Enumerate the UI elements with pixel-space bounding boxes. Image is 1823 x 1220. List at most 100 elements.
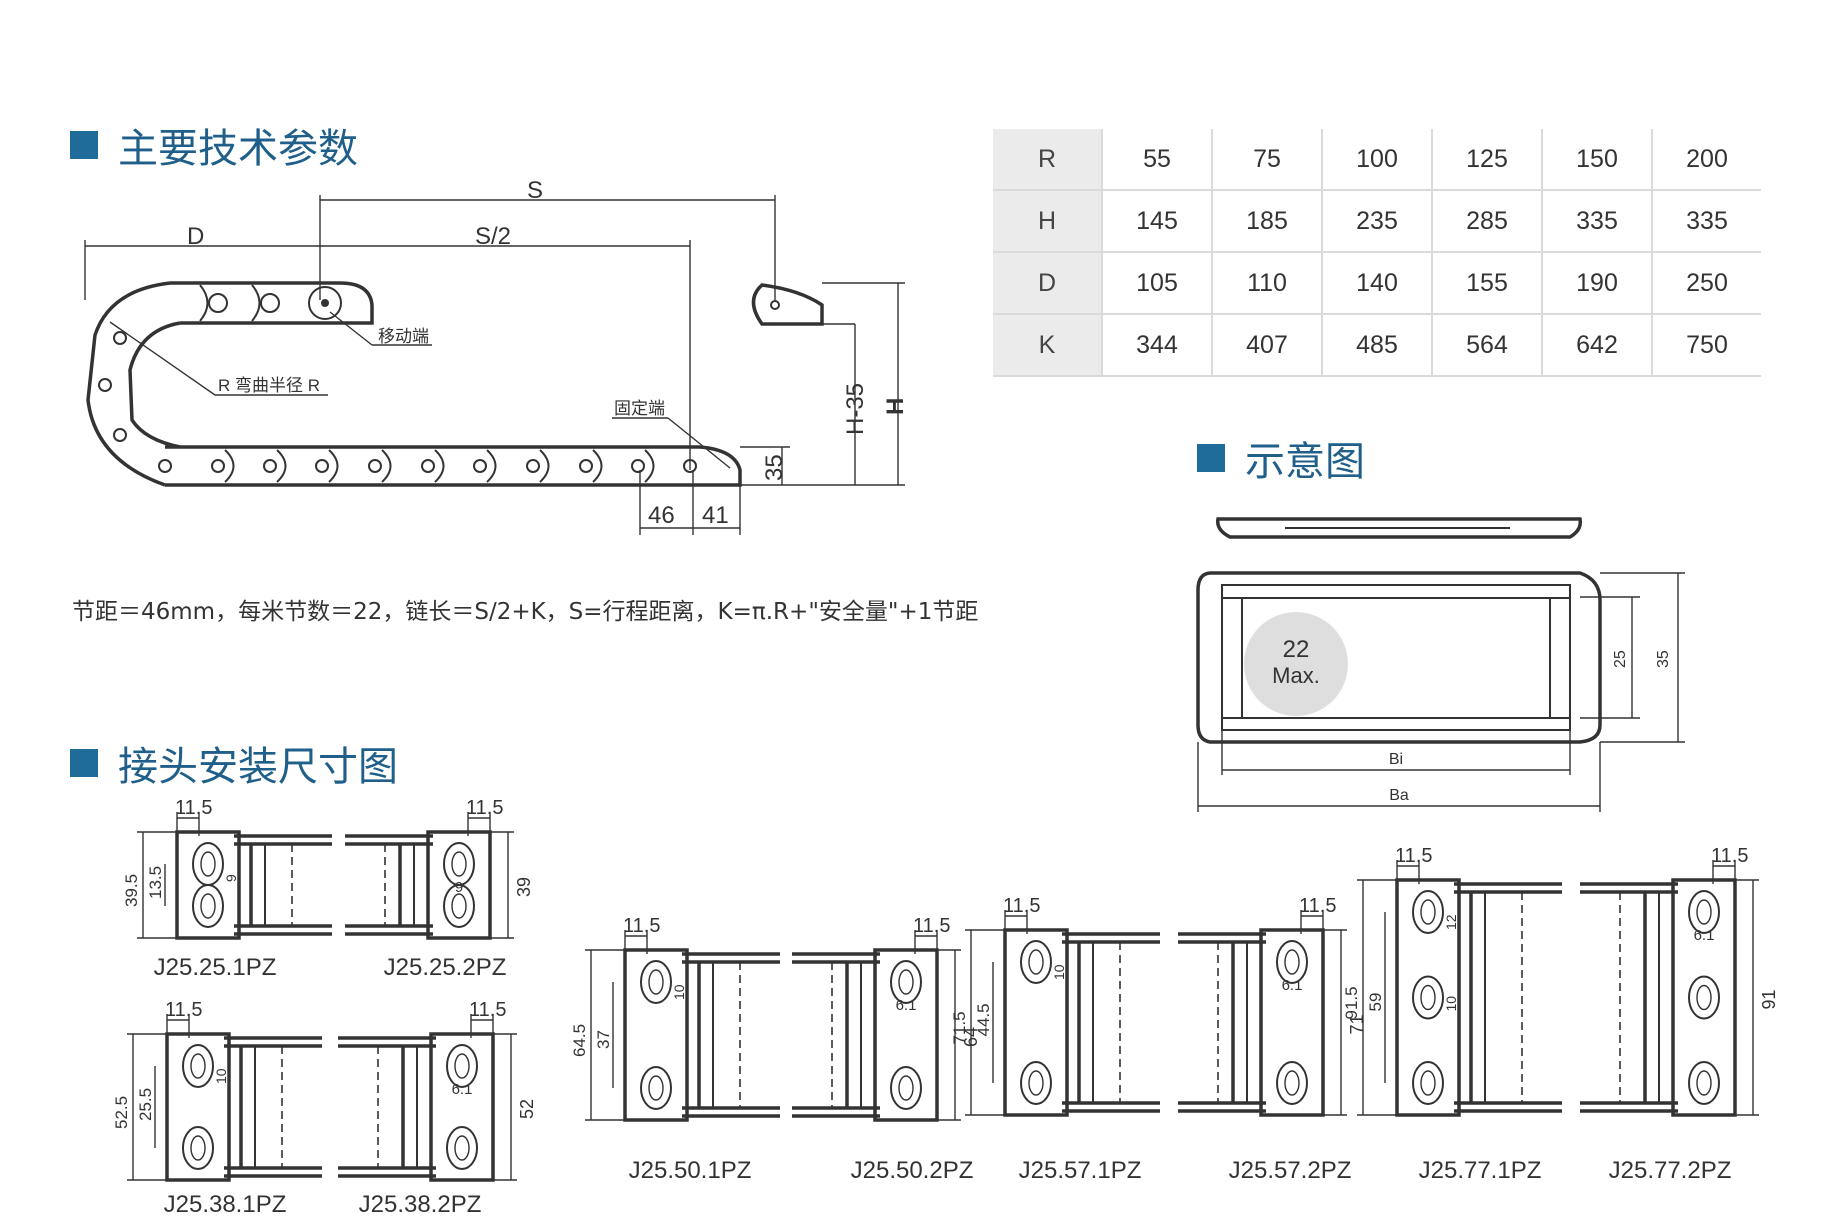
formula-text: 节距＝46mm，每米节数＝22，链长＝S/2+K，S=行程距离，K=π.R+"安…	[72, 599, 979, 625]
table-cell: 335	[1541, 190, 1652, 253]
label-cross-35: 35	[1655, 650, 1672, 668]
section-square-icon	[70, 749, 98, 777]
mount-hole-inner	[1420, 984, 1436, 1011]
dim-height-label: 39	[514, 877, 534, 897]
mount-hole-inner	[648, 1075, 664, 1101]
dim-top-label: 11.5	[1711, 845, 1748, 867]
dim-height-label: 64.5	[570, 1024, 589, 1057]
table-cell: 750	[1651, 314, 1761, 377]
mount-hole-inner	[1420, 1070, 1436, 1096]
mount-hole	[443, 884, 475, 928]
chain-side-view: S D S/2	[84, 177, 909, 535]
cross-section: 22 Max. Bi Ba 25 35	[1196, 517, 1685, 812]
table-cell: 642	[1541, 314, 1652, 377]
dim-slot-label: 9	[223, 874, 239, 882]
table-cell: 75	[1211, 129, 1322, 191]
mount-hole-inner	[1696, 899, 1712, 925]
section-title-text: 主要技术参数	[118, 126, 358, 172]
table-cell: 200	[1651, 129, 1761, 191]
dim-pitch-label: 59	[1366, 993, 1385, 1012]
table-row-label: D	[993, 252, 1102, 315]
label-35: 35	[761, 454, 788, 481]
dim-slot-label: 10	[213, 1068, 229, 1084]
mount-hole	[192, 842, 224, 886]
label-d: D	[187, 223, 204, 250]
mount-hole	[1412, 975, 1444, 1020]
mount-hole-inner	[1028, 1070, 1044, 1096]
label-cross-25: 25	[1612, 650, 1629, 668]
dim-slot-label: 6.1	[1282, 977, 1303, 994]
label-46: 46	[648, 502, 675, 529]
dim-slot-label: 12	[1443, 914, 1459, 930]
mount-hole	[446, 1126, 478, 1170]
dim-top-label: 11.5	[469, 999, 506, 1021]
dim-height-label: 71	[1347, 1014, 1367, 1034]
table-cell: 105	[1101, 252, 1212, 315]
label-bi: Bi	[1389, 751, 1403, 768]
table-cell: 155	[1431, 252, 1542, 315]
dim-top-label: 11.5	[1299, 895, 1336, 917]
mount-hole	[1020, 940, 1052, 984]
table-cell: 185	[1211, 190, 1322, 253]
table-cell: 250	[1651, 252, 1761, 315]
dim-top-label: 11.5	[623, 915, 660, 937]
mount-hole-inner	[898, 969, 914, 995]
section-title-tech-params: 主要技术参数	[70, 116, 358, 174]
table-cell: 125	[1431, 129, 1542, 191]
dim-top-label: 11.5	[175, 797, 212, 819]
dim-top-label: 11.5	[913, 915, 950, 937]
section-title-connector: 接头安装尺寸图	[70, 734, 398, 792]
chain-link-circles-lower	[98, 331, 697, 483]
mount-hole	[446, 1044, 478, 1088]
section-title-text: 示意图	[1245, 439, 1365, 485]
dim-height-label: 91	[1759, 989, 1779, 1009]
section-title-text: 接头安装尺寸图	[118, 744, 398, 790]
label-max-text: Max.	[1272, 663, 1320, 688]
dim-pitch-label: 13.5	[146, 866, 165, 899]
mount-hole-inner	[1284, 1070, 1300, 1096]
table-cell: 564	[1431, 314, 1542, 377]
dim-height-label: 39.5	[122, 874, 141, 907]
dim-top-label: 11.5	[1395, 845, 1432, 867]
table-cell: 344	[1101, 314, 1212, 377]
label-bend-radius: R 弯曲半径 R	[218, 376, 320, 395]
dim-slot-label: 10	[1051, 964, 1067, 980]
mount-hole-inner	[454, 1135, 470, 1161]
label-s-half: S/2	[475, 223, 511, 250]
label-h: H	[882, 398, 909, 415]
label-max-num: 22	[1283, 636, 1310, 663]
table-cell: 285	[1431, 190, 1542, 253]
label-ba: Ba	[1389, 787, 1409, 804]
mount-hole	[640, 960, 672, 1004]
mount-hole	[182, 1044, 214, 1088]
dim-pitch-label: 25.5	[136, 1088, 155, 1121]
dim-slot-label: 6.1	[896, 997, 917, 1014]
table-cell: 100	[1321, 129, 1432, 191]
mount-hole	[1276, 940, 1308, 984]
mount-hole	[1688, 975, 1720, 1020]
dim-slot-label: 6.1	[1694, 927, 1715, 944]
dim-height-label: 52	[517, 1099, 537, 1119]
connector-name-label: J25.25.1PZ	[154, 954, 277, 981]
mount-hole-inner	[1284, 949, 1300, 975]
dim-slot-label: 9	[455, 879, 463, 896]
mount-hole	[1020, 1061, 1052, 1105]
connector-name-label: J25.77.2PZ	[1609, 1157, 1732, 1184]
dim-pitch-label: 37	[594, 1030, 613, 1049]
mount-hole	[890, 1066, 922, 1110]
dim-height-label: 71.5	[950, 1011, 969, 1044]
table-cell: 140	[1321, 252, 1432, 315]
table-cell: 235	[1321, 190, 1432, 253]
